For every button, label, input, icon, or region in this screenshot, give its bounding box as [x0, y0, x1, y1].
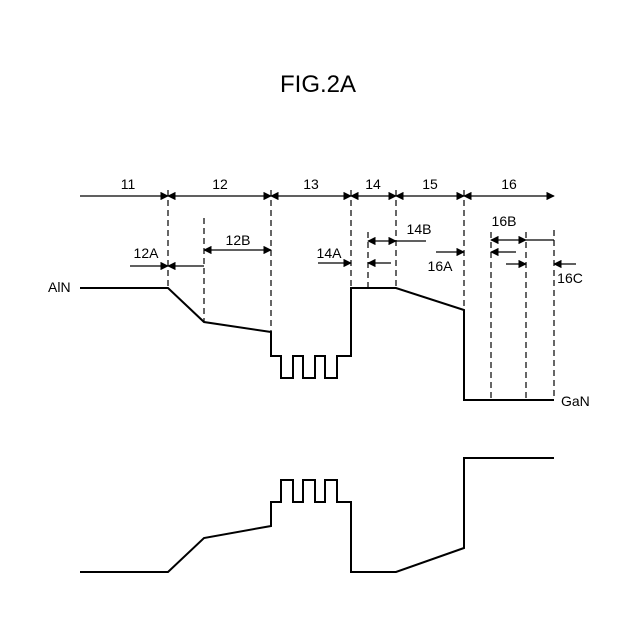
region-12-label: 12: [212, 176, 228, 192]
sub-region-14b-label: 14B: [407, 221, 432, 237]
lower-composition-profile: [80, 458, 554, 572]
figure-title: FIG.2A: [280, 71, 356, 98]
aln-label: AlN: [48, 279, 71, 295]
sub-region-16c-label: 16C: [557, 270, 583, 286]
region-14-label: 14: [365, 176, 381, 192]
sub-region-12a-label: 12A: [134, 245, 160, 261]
upper-composition-profile: [80, 288, 554, 400]
region-dimension-row: 11 12 13 14 15 16: [80, 176, 554, 196]
region-11-label: 11: [121, 176, 136, 192]
sub-region-arrows: [130, 240, 576, 266]
sub-region-16b-label: 16B: [492, 213, 517, 229]
sub-region-12b-label: 12B: [226, 232, 251, 248]
gan-label: GaN: [561, 393, 590, 409]
sub-region-14a-label: 14A: [317, 245, 343, 261]
region-13-label: 13: [303, 176, 319, 192]
region-16-label: 16: [501, 176, 517, 192]
region-15-label: 15: [422, 176, 438, 192]
sub-region-16a-label: 16A: [428, 258, 454, 274]
